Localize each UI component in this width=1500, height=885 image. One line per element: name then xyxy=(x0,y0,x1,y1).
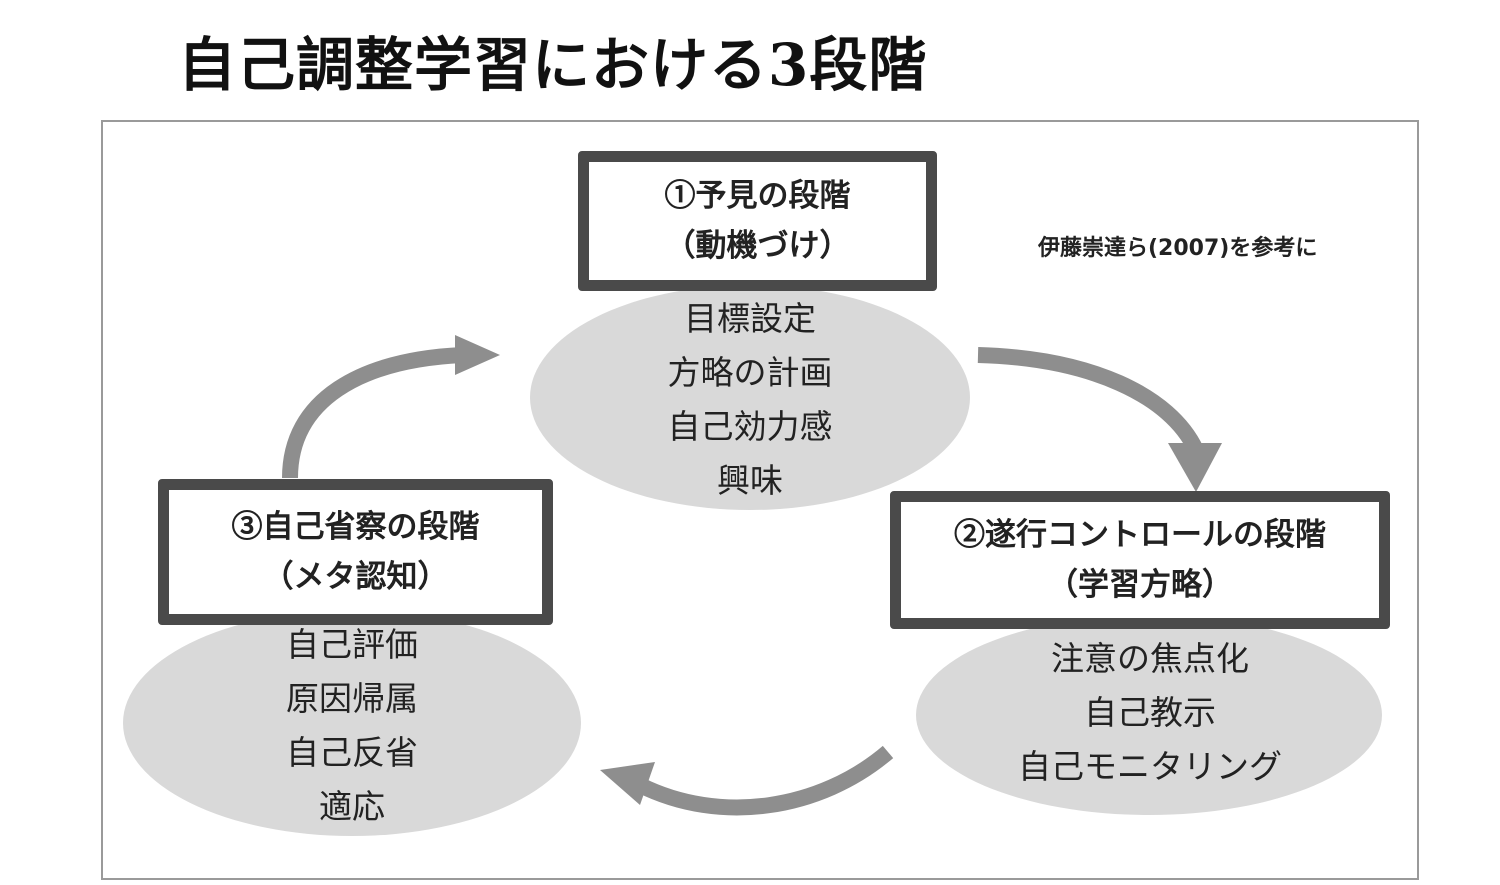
diagram-frame xyxy=(101,120,1419,880)
stage1-subtitle: （動機づけ） xyxy=(664,228,851,264)
stage3-item: 原因帰属 xyxy=(286,679,418,718)
stage1-name: ①予見の段階 xyxy=(664,178,851,214)
stage2-box: ②遂行コントロールの段階 （学習方略） xyxy=(890,491,1390,629)
stage2-subtitle: （学習方略） xyxy=(1047,567,1233,603)
stage1-item: 自己効力感 xyxy=(667,407,833,446)
stage1-box: ①予見の段階 （動機づけ） xyxy=(578,151,937,291)
stage3-box: ③自己省察の段階 （メタ認知） xyxy=(158,479,553,625)
stage3-name: ③自己省察の段階 xyxy=(231,509,480,545)
stage2-item: 自己教示 xyxy=(1084,693,1216,732)
stage1-items: 目標設定 方略の計画 自己効力感 興味 xyxy=(600,292,900,508)
arrowhead-stage2 xyxy=(1168,443,1222,492)
stage3-item: 自己反省 xyxy=(286,733,418,772)
stage3-ellipse xyxy=(123,610,581,836)
arrowhead-stage1 xyxy=(455,335,500,375)
stage2-ellipse xyxy=(916,615,1382,815)
reference-note: 伊藤崇達ら(2007)を参考に xyxy=(1038,236,1318,261)
stage3-items: 自己評価 原因帰属 自己反省 適応 xyxy=(202,618,502,834)
stage1-ellipse xyxy=(530,285,970,510)
stage1-item: 方略の計画 xyxy=(667,353,833,392)
stage1-item: 興味 xyxy=(717,461,783,500)
stage3-item: 適応 xyxy=(319,787,385,826)
stage2-name: ②遂行コントロールの段階 xyxy=(954,517,1326,553)
stage2-item: 注意の焦点化 xyxy=(1051,639,1249,678)
arrow-stage2-to-stage3 xyxy=(636,745,894,816)
stage3-item: 自己評価 xyxy=(286,625,418,664)
stage3-subtitle: （メタ認知） xyxy=(262,559,449,595)
stage2-item: 自己モニタリング xyxy=(1018,747,1282,786)
arrow-stage3-to-stage1 xyxy=(282,347,463,479)
page-title: 自己調整学習における3段階 xyxy=(178,31,928,99)
stage1-item: 目標設定 xyxy=(684,299,816,338)
arrow-stage1-to-stage2 xyxy=(977,347,1204,454)
arrowhead-stage3 xyxy=(600,762,655,805)
stage2-items: 注意の焦点化 自己教示 自己モニタリング xyxy=(960,632,1340,794)
